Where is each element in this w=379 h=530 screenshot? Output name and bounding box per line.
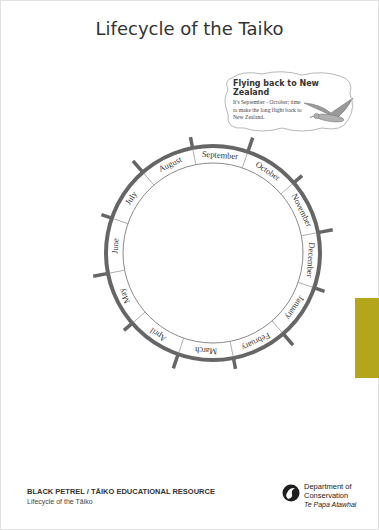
ring-tick: [133, 161, 142, 172]
month-divider: [193, 150, 196, 165]
month-divider: [110, 270, 125, 273]
month-divider: [298, 282, 312, 287]
title: Lifecycle of the Taiko: [0, 18, 379, 39]
month-divider: [134, 312, 145, 322]
footer-heading: BLACK PETREL / TĀIKO EDUCATIONAL RESOURC…: [27, 487, 215, 496]
month-label: March: [195, 345, 218, 357]
outer-ring: [106, 146, 320, 360]
month-label: June: [109, 238, 120, 254]
month-ring: [93, 137, 333, 369]
month-divider: [114, 219, 128, 224]
month-divider: [301, 233, 316, 236]
month-divider: [179, 338, 184, 352]
callout-body: It's September - October; time to make t…: [233, 99, 305, 121]
ring-tick: [173, 355, 178, 368]
inner-ring: [123, 163, 303, 343]
albatross-illustration: [304, 98, 353, 123]
callout-heading: Flying back to New Zealand: [233, 79, 333, 97]
month-divider: [281, 184, 292, 194]
ring-tick: [295, 176, 303, 183]
ring-tick: [248, 138, 253, 151]
side-tab: [355, 298, 379, 378]
month-divider: [144, 174, 154, 185]
ring-tick: [190, 137, 192, 147]
ring-tick: [101, 215, 110, 218]
logo-maori-text: Te Papa Atawhai: [304, 501, 356, 509]
footer-subtitle: Lifecycle of the Tāiko: [27, 498, 93, 506]
ring-tick: [124, 324, 132, 331]
ring-tick: [93, 274, 107, 277]
month-divider: [242, 154, 247, 168]
ring-tick: [284, 335, 293, 346]
logo-text: Department of Conservation: [304, 482, 364, 500]
month-label: September: [201, 148, 238, 161]
ring-tick: [319, 230, 333, 233]
callout-cloud: Flying back to New ZealandIt's September…: [222, 70, 356, 134]
month-divider: [272, 321, 282, 332]
doc-logo: [283, 485, 300, 502]
ring-tick: [315, 288, 324, 291]
ring-tick: [234, 359, 236, 369]
month-divider: [230, 341, 233, 356]
